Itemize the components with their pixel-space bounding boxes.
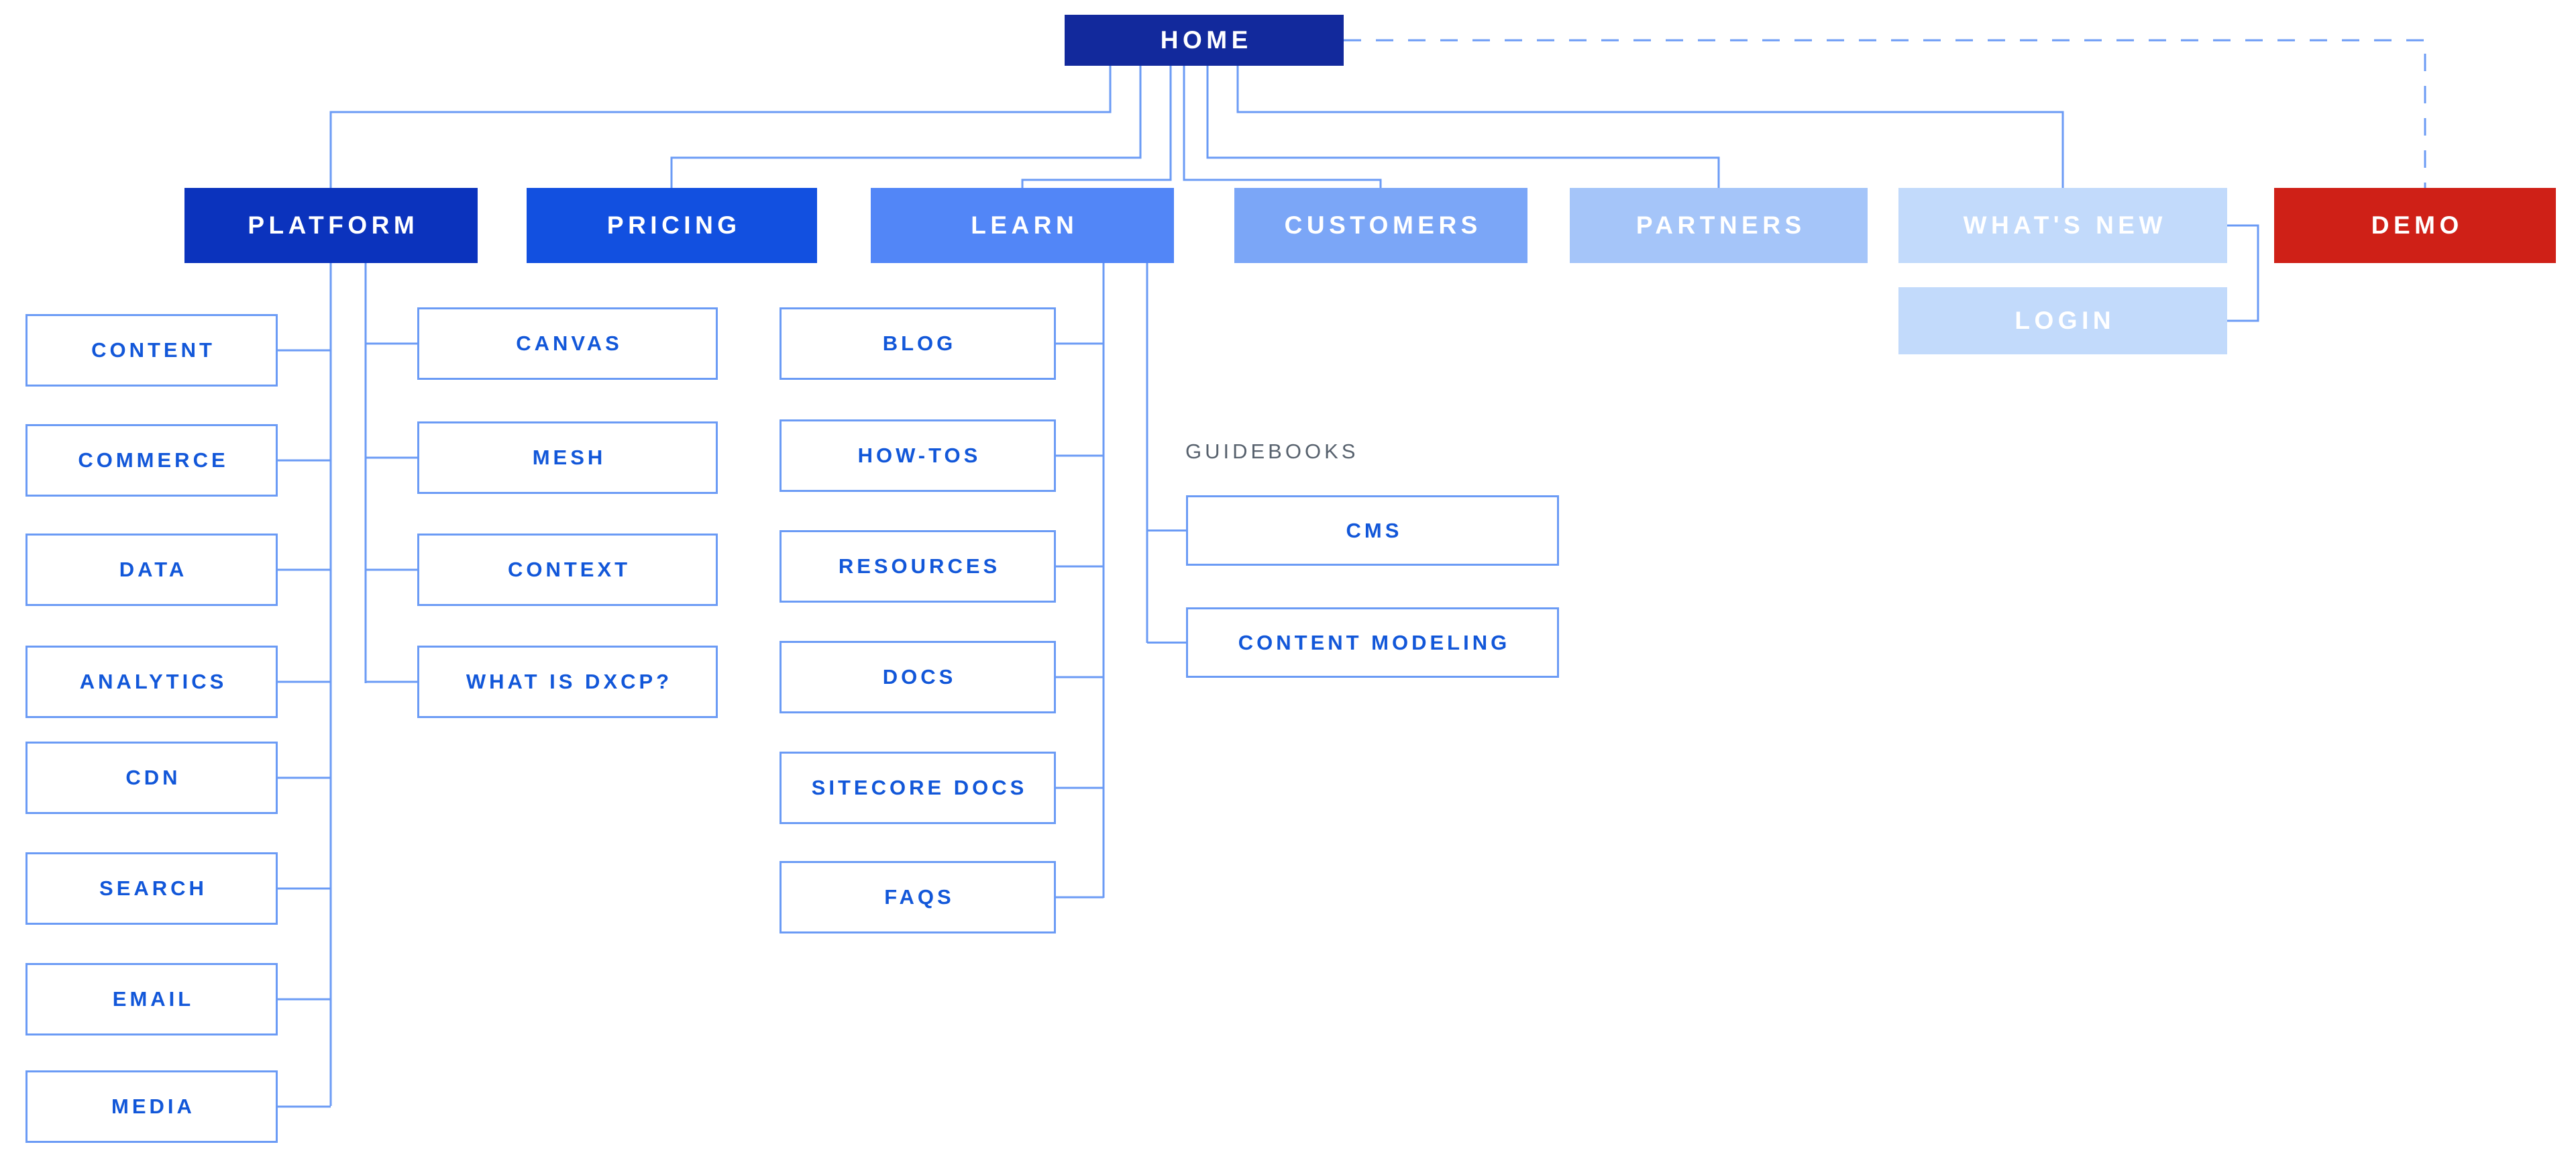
home-to-customers [1183, 66, 1382, 188]
node-media[interactable]: MEDIA [25, 1070, 278, 1143]
node-search[interactable]: SEARCH [25, 852, 278, 925]
home-to-pricing [670, 66, 1142, 188]
node-context[interactable]: CONTEXT [417, 534, 718, 606]
node-what-is-dxcp[interactable]: WHAT IS DXCP? [417, 646, 718, 718]
node-whats-new[interactable]: WHAT'S NEW [1898, 188, 2227, 263]
guidebooks-label: GUIDEBOOKS [1185, 440, 1359, 463]
node-sitecore-docs[interactable]: SITECORE DOCS [780, 752, 1056, 824]
whatsnew-to-login [2227, 224, 2259, 322]
node-mesh[interactable]: MESH [417, 421, 718, 494]
node-learn[interactable]: LEARN [871, 188, 1174, 263]
node-cdn[interactable]: CDN [25, 742, 278, 814]
node-analytics[interactable]: ANALYTICS [25, 646, 278, 718]
node-blog[interactable]: BLOG [780, 307, 1056, 380]
node-pricing[interactable]: PRICING [527, 188, 817, 263]
node-platform[interactable]: PLATFORM [184, 188, 478, 263]
node-canvas[interactable]: CANVAS [417, 307, 718, 380]
home-to-learn [1021, 66, 1172, 188]
node-demo[interactable]: DEMO [2274, 188, 2556, 263]
home-to-platform [329, 66, 1112, 188]
node-data[interactable]: DATA [25, 534, 278, 606]
node-partners[interactable]: PARTNERS [1570, 188, 1868, 263]
home-to-demo-dashed [1344, 39, 2426, 188]
node-commerce[interactable]: COMMERCE [25, 424, 278, 497]
node-email[interactable]: EMAIL [25, 963, 278, 1035]
node-docs[interactable]: DOCS [780, 641, 1056, 713]
node-faqs[interactable]: FAQS [780, 861, 1056, 933]
home-to-whatsnew [1236, 66, 2064, 188]
node-home[interactable]: HOME [1065, 15, 1344, 66]
node-how-tos[interactable]: HOW-TOS [780, 419, 1056, 492]
node-content[interactable]: CONTENT [25, 314, 278, 387]
node-login[interactable]: LOGIN [1898, 287, 2227, 354]
node-resources[interactable]: RESOURCES [780, 530, 1056, 603]
node-customers[interactable]: CUSTOMERS [1234, 188, 1527, 263]
home-to-partners [1206, 66, 1720, 188]
node-content-modeling[interactable]: CONTENT MODELING [1186, 607, 1559, 678]
node-cms[interactable]: CMS [1186, 495, 1559, 566]
